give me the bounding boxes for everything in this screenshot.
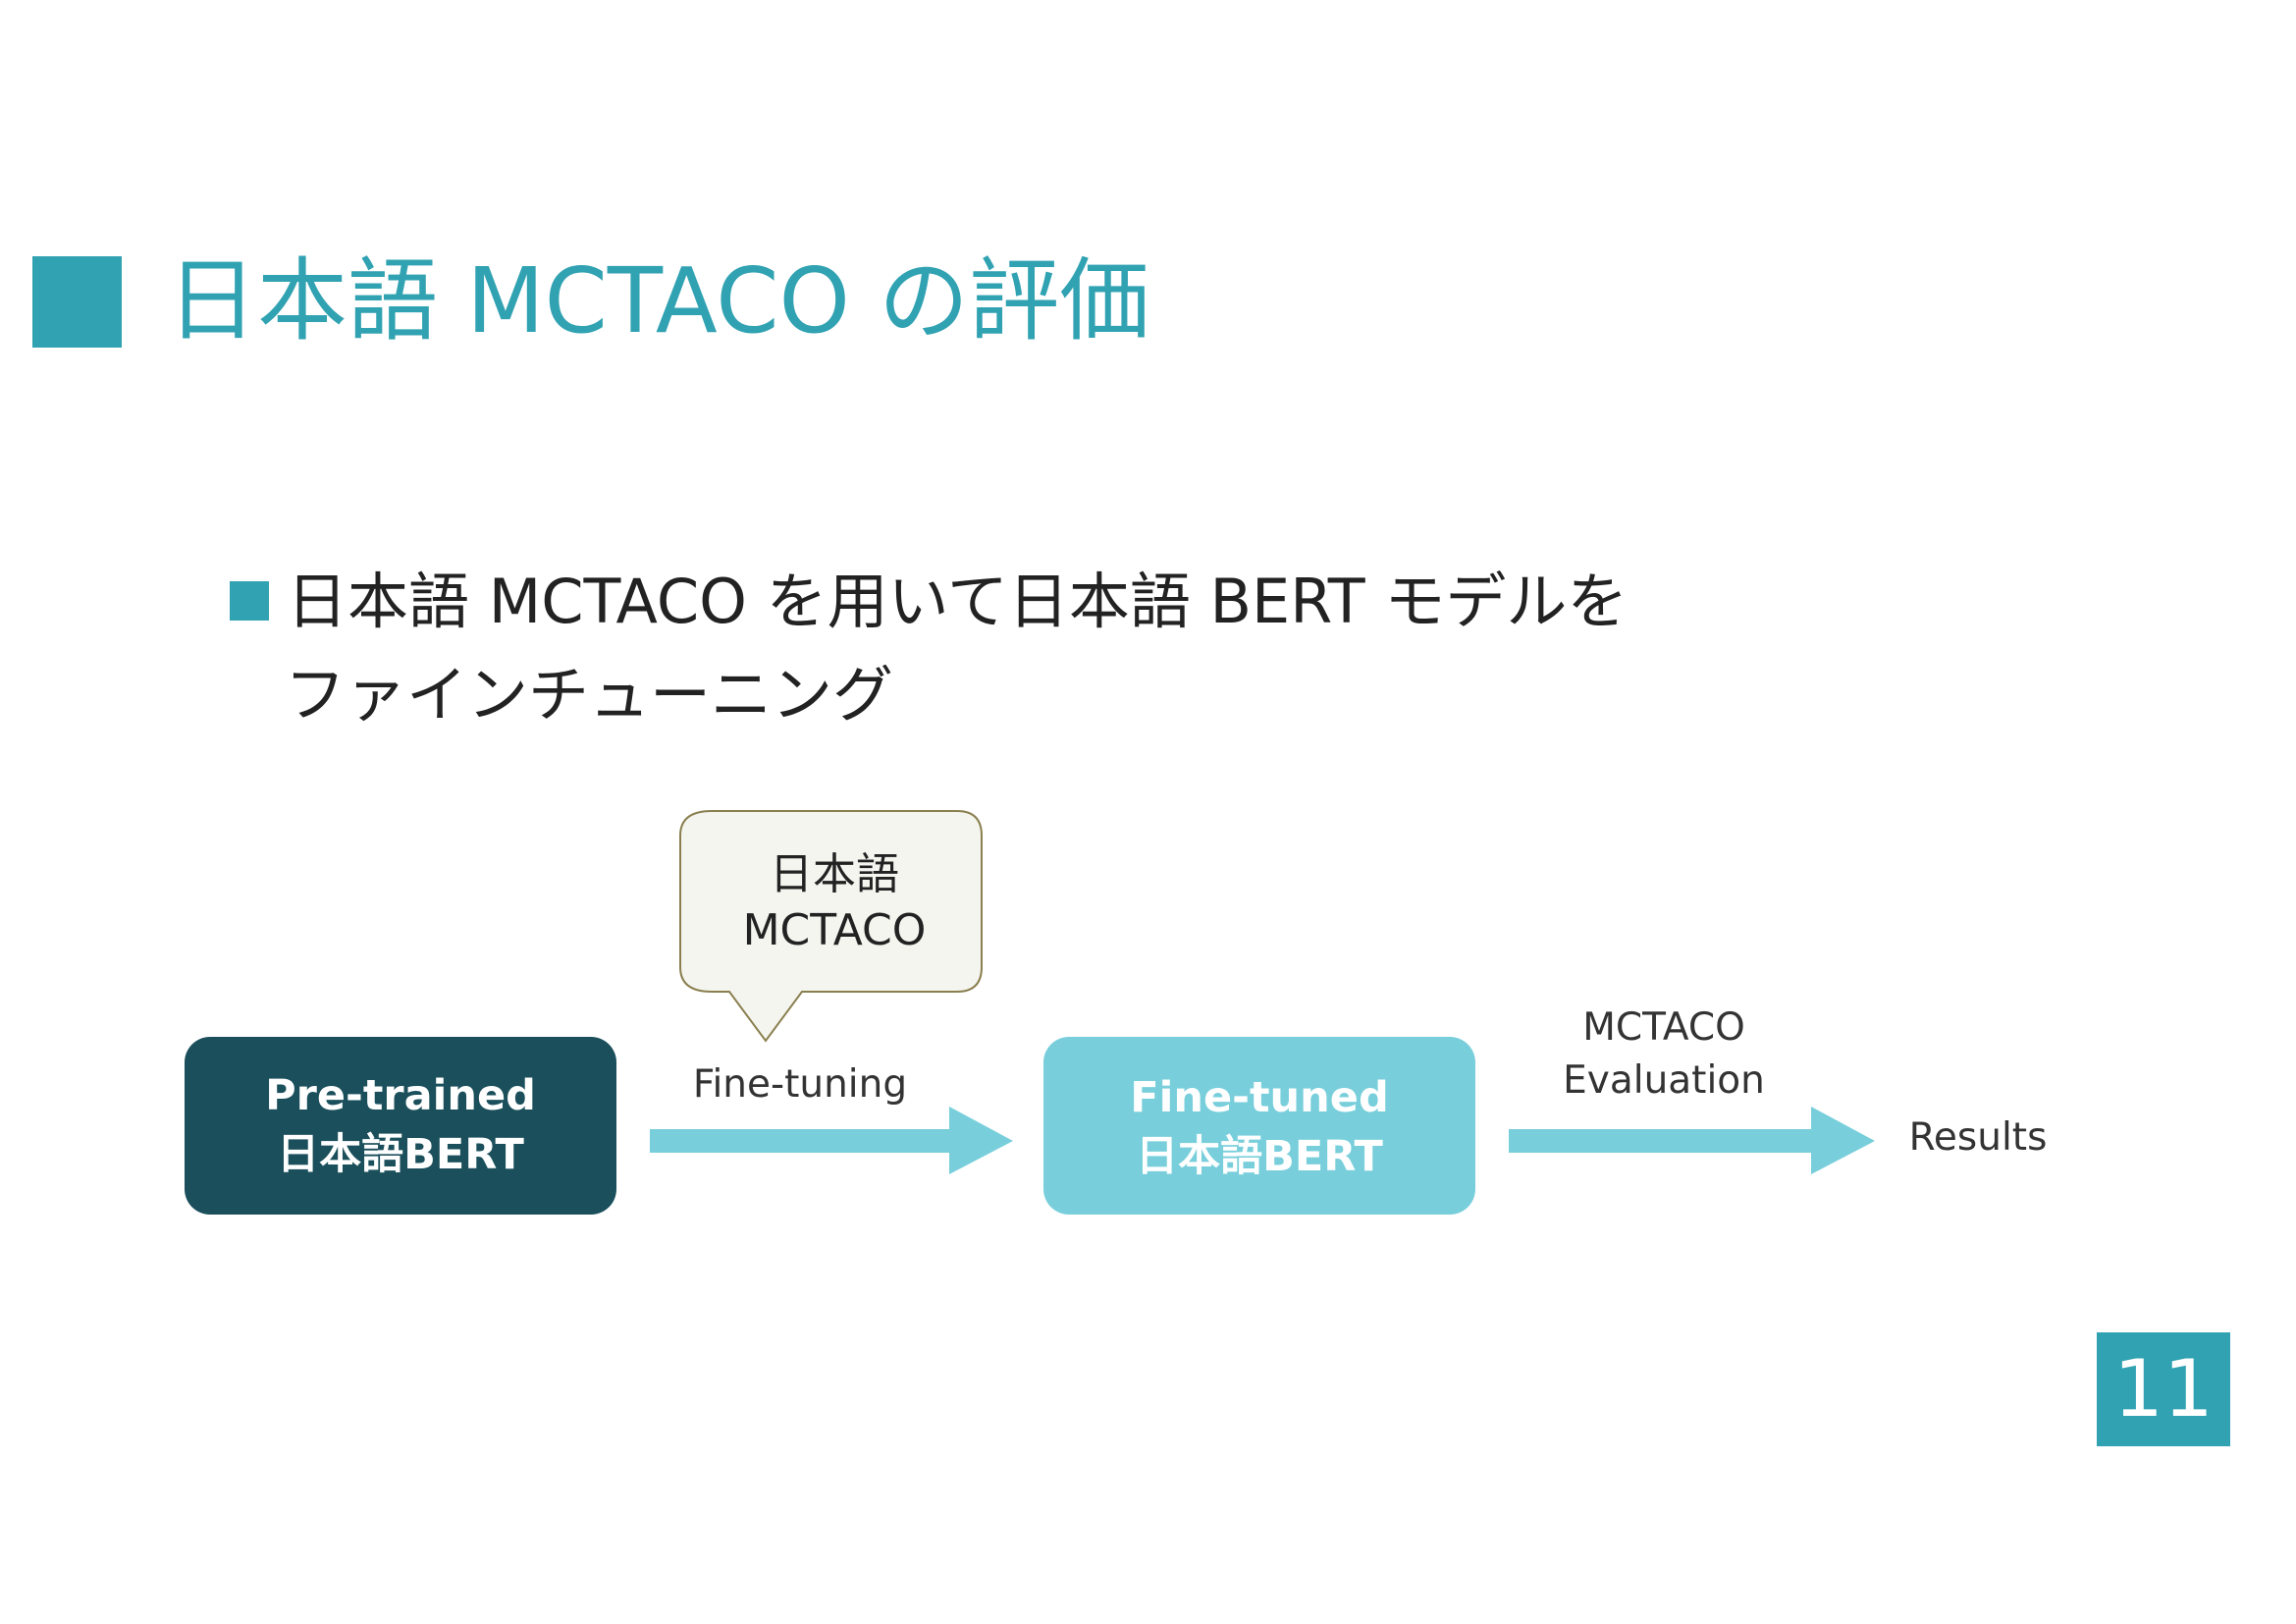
pretrained-box-label: Pre-trained 日本語BERT	[185, 1066, 616, 1184]
callout-bubble	[679, 810, 983, 1043]
callout-label: 日本語 MCTACO	[687, 846, 982, 958]
evaluation-line-1: MCTACO	[1582, 1005, 1745, 1050]
finetuned-line-2: 日本語BERT	[1136, 1132, 1383, 1181]
evaluation-arrow	[1509, 1107, 1875, 1174]
fine-tuning-label: Fine-tuning	[692, 1062, 908, 1107]
bullet-line-2: ファインチューニング	[285, 659, 894, 731]
callout-line-1: 日本語	[770, 849, 899, 899]
slide-title: 日本語 MCTACO の評価	[167, 248, 1150, 353]
bullet-marker	[230, 581, 269, 621]
finetuned-line-1: Fine-tuned	[1130, 1073, 1389, 1122]
bullet-line-1: 日本語 MCTACO を用いて日本語 BERT モデルを	[287, 566, 1629, 637]
finetuned-box-label: Fine-tuned 日本語BERT	[1043, 1068, 1475, 1186]
pretrained-line-1: Pre-trained	[265, 1071, 536, 1120]
fine-tuning-arrow	[650, 1107, 1013, 1174]
pretrained-box	[185, 1037, 616, 1215]
callout-line-2: MCTACO	[742, 905, 927, 955]
bullet-text: 日本語 MCTACO を用いて日本語 BERT モデルを ファインチューニング	[285, 555, 1629, 741]
evaluation-label: MCTACO Evaluation	[1551, 1001, 1777, 1108]
finetuned-box	[1043, 1037, 1475, 1215]
results-label: Results	[1908, 1115, 2048, 1160]
pretrained-line-2: 日本語BERT	[277, 1130, 524, 1179]
evaluation-line-2: Evaluation	[1563, 1058, 1765, 1103]
title-marker	[32, 256, 122, 348]
page-number: 11	[2097, 1332, 2230, 1446]
